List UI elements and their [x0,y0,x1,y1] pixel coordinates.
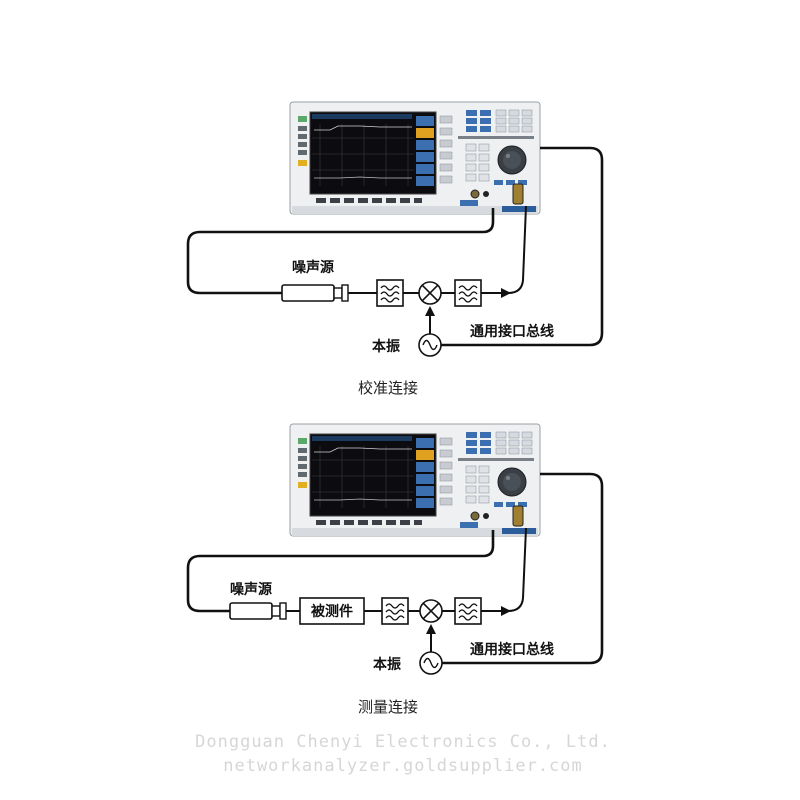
input-filter [381,597,409,625]
mixer-icon [418,281,442,305]
if-filter [454,279,482,307]
watermark-company: Dongguan Chenyi Electronics Co., Ltd. [195,732,611,752]
local-oscillator-icon [418,333,442,357]
measurement-caption: 测量连接 [358,698,418,716]
if-to-analyzer-line [481,205,527,294]
noise-source [229,602,287,620]
noise-figure-analyzer [289,101,541,215]
noise-source-label: 噪声源 [292,259,334,276]
watermark: Dongguan Chenyi Electronics Co., Ltd. ne… [195,732,611,776]
noise-source-drive-cable [186,530,495,613]
watermark-url: networkanalyzer.goldsupplier.com [223,756,583,776]
measurement-diagram: 噪声源 被测件 本振 通用接口总线 测量连接 [186,423,604,716]
gpib-bus-cable [442,472,604,665]
lo-label: 本振 [372,338,400,355]
if-to-analyzer-line [481,527,527,612]
mixer-icon [419,599,443,623]
local-oscillator-icon [419,651,443,675]
bus-label: 通用接口总线 [470,323,554,340]
noise-source-label: 噪声源 [230,581,272,598]
calibration-caption: 校准连接 [358,379,418,397]
gpib-bus-cable [441,146,604,347]
if-filter [454,597,482,625]
noise-source-drive-cable [186,208,495,295]
dut-label: 被测件 [311,603,353,620]
dut-block: 被测件 [299,597,365,625]
lo-label: 本振 [373,656,401,673]
noise-source [281,284,349,302]
bus-label: 通用接口总线 [470,641,554,658]
noise-figure-analyzer [289,423,541,537]
input-filter [376,279,404,307]
calibration-diagram: 噪声源 本振 通用接口总线 校准连接 [186,101,604,397]
